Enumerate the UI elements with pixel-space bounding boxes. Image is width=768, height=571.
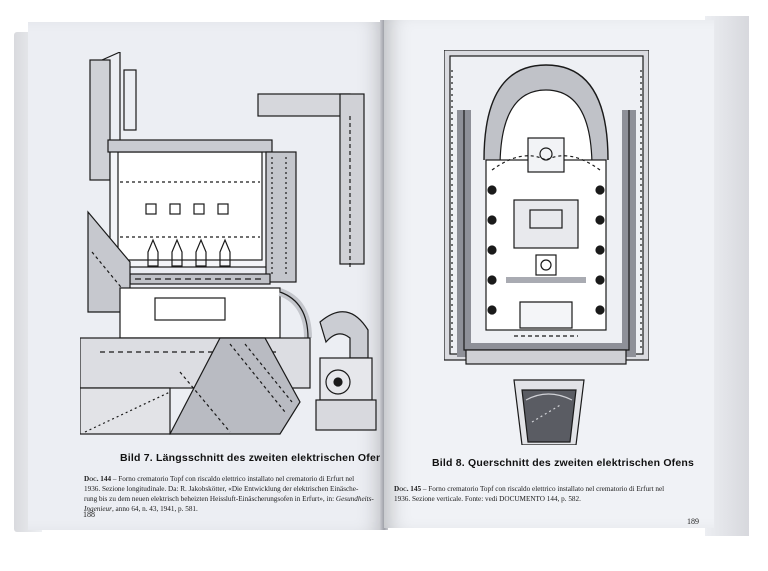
page-number-left: 188 [83, 510, 95, 519]
doc-145-caption: Doc. 145 – Forno crematorio Topf con ris… [394, 484, 710, 504]
figure-8-title: Bild 8. Querschnitt des zweiten elektris… [432, 457, 695, 469]
journal-title: Gesundheits- [335, 495, 374, 504]
caption-line: 1936. Sezione longitudinale. Da: R. Jako… [84, 485, 359, 494]
caption-line: – Forno crematorio Topf con riscaldo ele… [421, 485, 665, 493]
journal-title: Ingenieur [84, 505, 112, 514]
cross-section-drawing [444, 50, 649, 445]
doc-144-caption: Doc. 144 – Forno crematorio Topf con ris… [84, 474, 396, 514]
left-page: Bild 7. Längsschnitt des zweiten elektri… [28, 22, 392, 530]
doc-144-ref: Doc. 144 [84, 475, 112, 483]
right-page: Bild 8. Querschnitt des zweiten elektris… [384, 20, 714, 528]
page-number-right: 189 [687, 517, 699, 526]
caption-line: , anno 64, n. 43, 1941, p. 581. [111, 505, 198, 514]
doc-145-ref: Doc. 145 [394, 485, 422, 493]
caption-line: 1936. Sezione verticale. Fonte: vedi DOC… [394, 495, 581, 504]
figure-7-title: Bild 7. Längsschnitt des zweiten elektri… [120, 452, 392, 464]
caption-line: rung bis zu dem neuen elektrisch beheizt… [84, 495, 336, 504]
longitudinal-section-drawing [80, 52, 380, 447]
caption-line: – Forno crematorio Topf con riscaldo ele… [111, 475, 355, 483]
